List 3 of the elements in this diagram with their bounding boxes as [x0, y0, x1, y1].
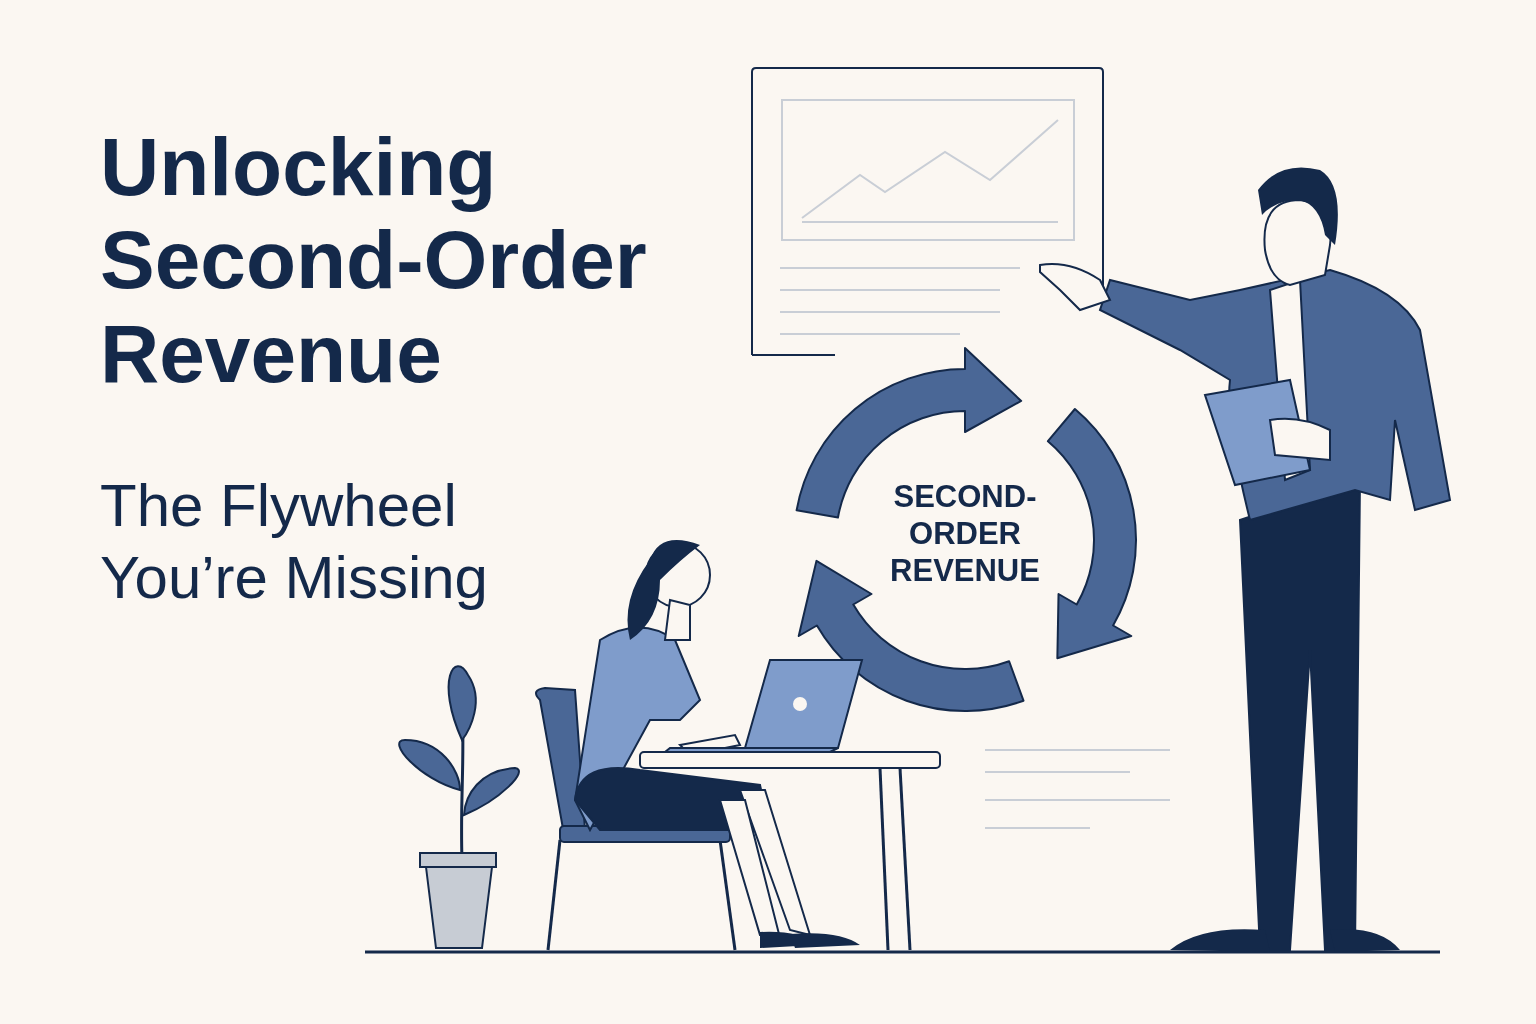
- subtitle: The Flywheel You’re Missing: [100, 471, 489, 613]
- cycle-center-label: SECOND-ORDER REVENUE: [889, 478, 1041, 590]
- title: Unlocking Second-Order Revenue: [100, 120, 648, 401]
